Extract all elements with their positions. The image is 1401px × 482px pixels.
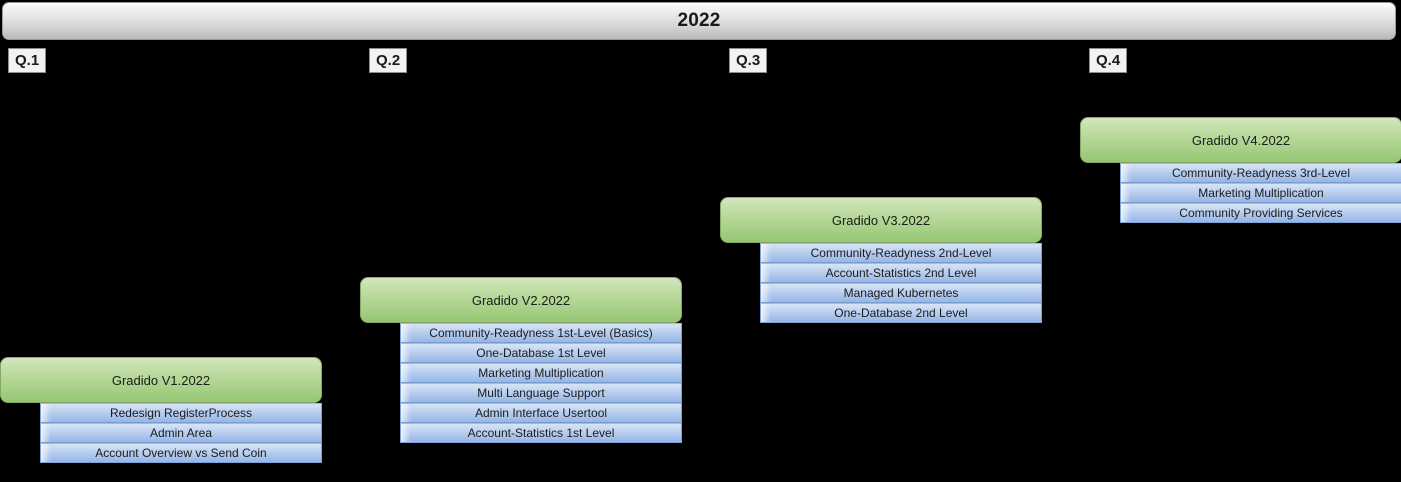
quarter-label: Q.1 (15, 52, 40, 69)
release-item-label: Managed Kubernetes (843, 286, 959, 300)
release-item[interactable]: Community-Readyness 1st-Level (Basics) (400, 323, 682, 343)
release-item-label: Redesign RegisterProcess (109, 406, 253, 420)
release-item[interactable]: Community-Readyness 3rd-Level (1120, 163, 1401, 183)
release-item[interactable]: Admin Interface Usertool (400, 403, 682, 423)
release-item[interactable]: Admin Area (40, 423, 322, 443)
release-item-label: One-Database 2nd Level (834, 306, 968, 320)
release-title: Gradido V2.2022 (471, 292, 571, 308)
release-header-v4[interactable]: Gradido V4.2022 (1080, 117, 1401, 163)
release-item-label: Admin Area (149, 426, 213, 440)
release-item[interactable]: Community Providing Services (1120, 203, 1401, 223)
release-item-label: Community-Readyness 1st-Level (Basics) (429, 326, 653, 340)
quarter-label: Q.4 (1096, 52, 1121, 69)
release-item[interactable]: Community-Readyness 2nd-Level (760, 243, 1042, 263)
quarter-label: Q.3 (736, 52, 761, 69)
quarter-marker-1: Q.1 (8, 48, 47, 73)
release-item-label: Account-Statistics 1st Level (467, 426, 615, 440)
release-item[interactable]: Account-Statistics 2nd Level (760, 263, 1042, 283)
release-item-label: Community Providing Services (1179, 206, 1343, 220)
release-item[interactable]: Marketing Multiplication (1120, 183, 1401, 203)
release-item[interactable]: One-Database 2nd Level (760, 303, 1042, 323)
release-item-label: Account-Statistics 2nd Level (825, 266, 977, 280)
release-item[interactable]: Managed Kubernetes (760, 283, 1042, 303)
year-header-bar: 2022 (2, 2, 1396, 40)
release-item-label: Marketing Multiplication (1198, 186, 1324, 200)
release-item[interactable]: Account-Statistics 1st Level (400, 423, 682, 443)
quarter-marker-3: Q.3 (729, 48, 768, 73)
quarter-marker-2: Q.2 (369, 48, 408, 73)
release-item[interactable]: Redesign RegisterProcess (40, 403, 322, 423)
release-title: Gradido V1.2022 (111, 372, 211, 388)
release-header-v1[interactable]: Gradido V1.2022 (0, 357, 322, 403)
release-item[interactable]: Multi Language Support (400, 383, 682, 403)
release-item-label: Marketing Multiplication (478, 366, 604, 380)
release-title: Gradido V3.2022 (831, 212, 931, 228)
release-items-v2: Community-Readyness 1st-Level (Basics) On… (400, 323, 682, 443)
release-item-label: Community-Readyness 3rd-Level (1171, 166, 1351, 180)
release-item[interactable]: One-Database 1st Level (400, 343, 682, 363)
release-title: Gradido V4.2022 (1191, 132, 1291, 148)
release-item-label: Account Overview vs Send Coin (95, 446, 267, 460)
release-item[interactable]: Marketing Multiplication (400, 363, 682, 383)
release-item-label: One-Database 1st Level (476, 346, 606, 360)
release-item-label: Admin Interface Usertool (474, 406, 608, 420)
release-header-v3[interactable]: Gradido V3.2022 (720, 197, 1042, 243)
quarter-label: Q.2 (376, 52, 401, 69)
release-item-label: Community-Readyness 2nd-Level (810, 246, 992, 260)
release-item[interactable]: Account Overview vs Send Coin (40, 443, 322, 463)
year-label: 2022 (677, 10, 721, 31)
release-header-v2[interactable]: Gradido V2.2022 (360, 277, 682, 323)
release-item-label: Multi Language Support (477, 386, 605, 400)
quarter-marker-4: Q.4 (1089, 48, 1128, 73)
